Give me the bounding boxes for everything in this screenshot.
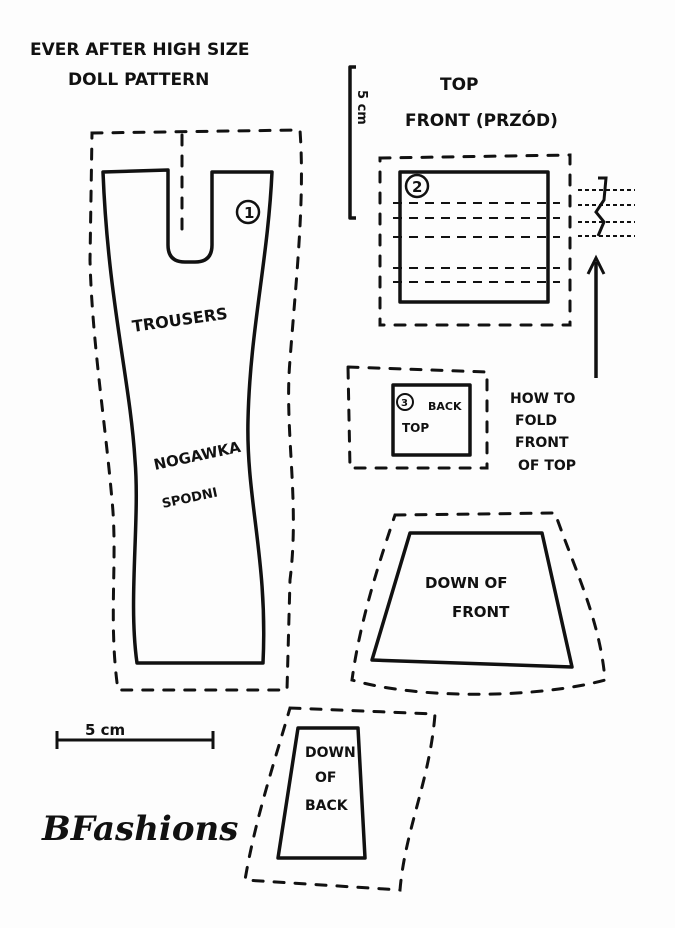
trousers-pattern-piece [101,168,274,665]
fold-note-line-3: FRONT [515,435,569,451]
arrow-up-icon [586,254,606,378]
horizontal-scale-label: 5 cm [85,721,125,739]
fold-note-line-1: HOW TO [510,391,575,407]
down-of-back-label-1: DOWN [305,745,356,761]
trousers-number: 1 [244,204,254,222]
down-of-front-pattern-piece [370,531,574,669]
trousers-seam-allowance [88,128,303,692]
piece-number-circle [404,173,430,199]
back-top-label-1: BACK [428,400,462,413]
top-heading: TOP [440,75,479,95]
down-of-front-label-2: FRONT [452,603,510,621]
trousers-label-pl-1: NOGAWKA [152,438,243,474]
brand-logo: BFashions [41,809,238,849]
piece-number-circle [235,199,261,225]
down-of-front-label-1: DOWN OF [425,574,508,592]
vertical-scale-label: 5 cm [354,90,369,125]
down-of-front-seam-allowance [350,511,607,696]
vertical-scale-bar [348,65,356,220]
trousers-label: TROUSERS [131,304,229,336]
title-line-1: EVER AFTER HIGH SIZE [30,40,250,60]
back-top-pattern-piece [391,383,472,457]
top-front-number: 2 [412,178,422,196]
fold-note-line-4: OF TOP [518,458,576,474]
back-top-seam-allowance [346,365,489,470]
fold-note-line-2: FOLD [515,413,557,429]
down-of-back-pattern-piece [276,726,367,860]
down-of-back-seam-allowance [243,706,437,892]
top-front-seam-allowance [378,153,572,327]
trousers-label-pl-2: SPODNI [161,486,219,512]
top-front-fold-lines [393,202,560,283]
back-top-number: 3 [401,398,408,409]
title-line-2: DOLL PATTERN [68,70,209,90]
down-of-back-label-3: BACK [305,798,349,814]
top-front-heading: FRONT (PRZÓD) [405,109,558,131]
horizontal-scale-bar [55,731,215,749]
piece-number-circle [396,393,414,411]
back-top-label-2: TOP [402,421,429,435]
fold-diagram [578,176,635,237]
down-of-back-label-2: OF [315,770,336,786]
